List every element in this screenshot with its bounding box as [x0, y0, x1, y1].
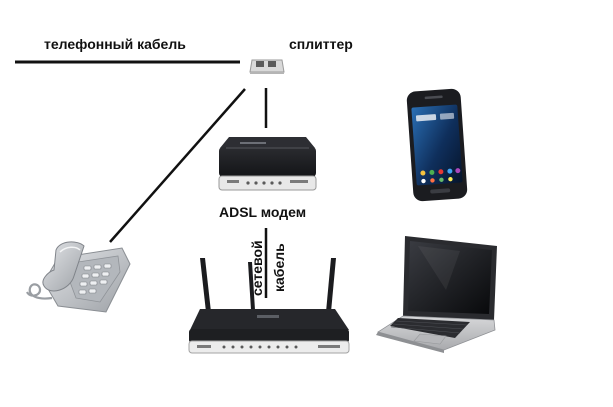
- splitter-label: сплиттер: [289, 36, 353, 52]
- network-cable-label-line2: кабель: [271, 243, 287, 292]
- telephone-icon: [26, 241, 131, 313]
- laptop-icon: [376, 236, 497, 353]
- smartphone-icon: [406, 88, 468, 202]
- splitter-icon: [249, 59, 285, 74]
- splitter-to-telephone-cable: [109, 88, 246, 243]
- modem-label: ADSL модем: [219, 204, 306, 220]
- phone-cable-label: телефонный кабель: [44, 36, 186, 52]
- router-icon: [188, 258, 350, 354]
- modem-icon: [218, 137, 317, 191]
